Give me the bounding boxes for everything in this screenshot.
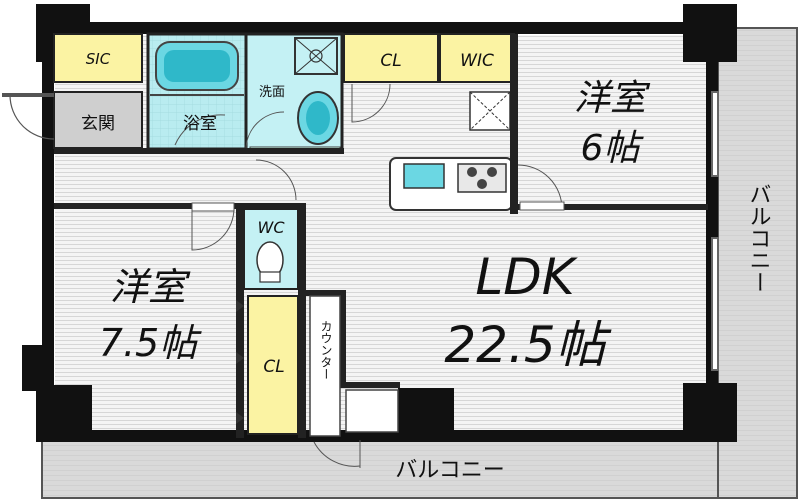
label-ldk-size: 22.5帖	[444, 316, 611, 374]
wic-area	[439, 33, 515, 83]
closet-top	[343, 33, 439, 83]
entrance-area	[53, 91, 143, 149]
interior-walls	[54, 34, 708, 438]
closet-bedroom	[247, 295, 299, 435]
label-bedroom-west-name: 洋室	[110, 265, 191, 309]
entrance-door-swing	[9, 94, 55, 140]
label-wc: WC	[258, 218, 286, 237]
label-sic: SIC	[86, 50, 111, 68]
label-bedroom-east-name: 洋室	[574, 78, 651, 119]
label-balcony-south: バルコニー	[395, 458, 505, 483]
kitchen-sink	[403, 163, 445, 189]
label-cl-top: CL	[380, 51, 401, 71]
balcony-south	[41, 439, 798, 499]
label-counter: カウンター	[319, 320, 333, 380]
label-bedroom-west-size: 7.5帖	[99, 321, 202, 365]
label-balcony-east: バルコニー	[746, 183, 771, 293]
label-wic: WIC	[460, 51, 494, 71]
counter-area	[309, 295, 341, 437]
label-ldk-name: LDK	[475, 248, 578, 306]
sic-area	[53, 33, 143, 83]
label-bath: 浴室	[183, 114, 217, 134]
label-cl-bedroom: CL	[263, 357, 284, 377]
label-washroom: 洗面	[259, 85, 285, 100]
label-bedroom-east-size: 6帖	[581, 128, 645, 169]
east-windows	[711, 91, 719, 371]
label-entrance: 玄関	[81, 114, 115, 134]
